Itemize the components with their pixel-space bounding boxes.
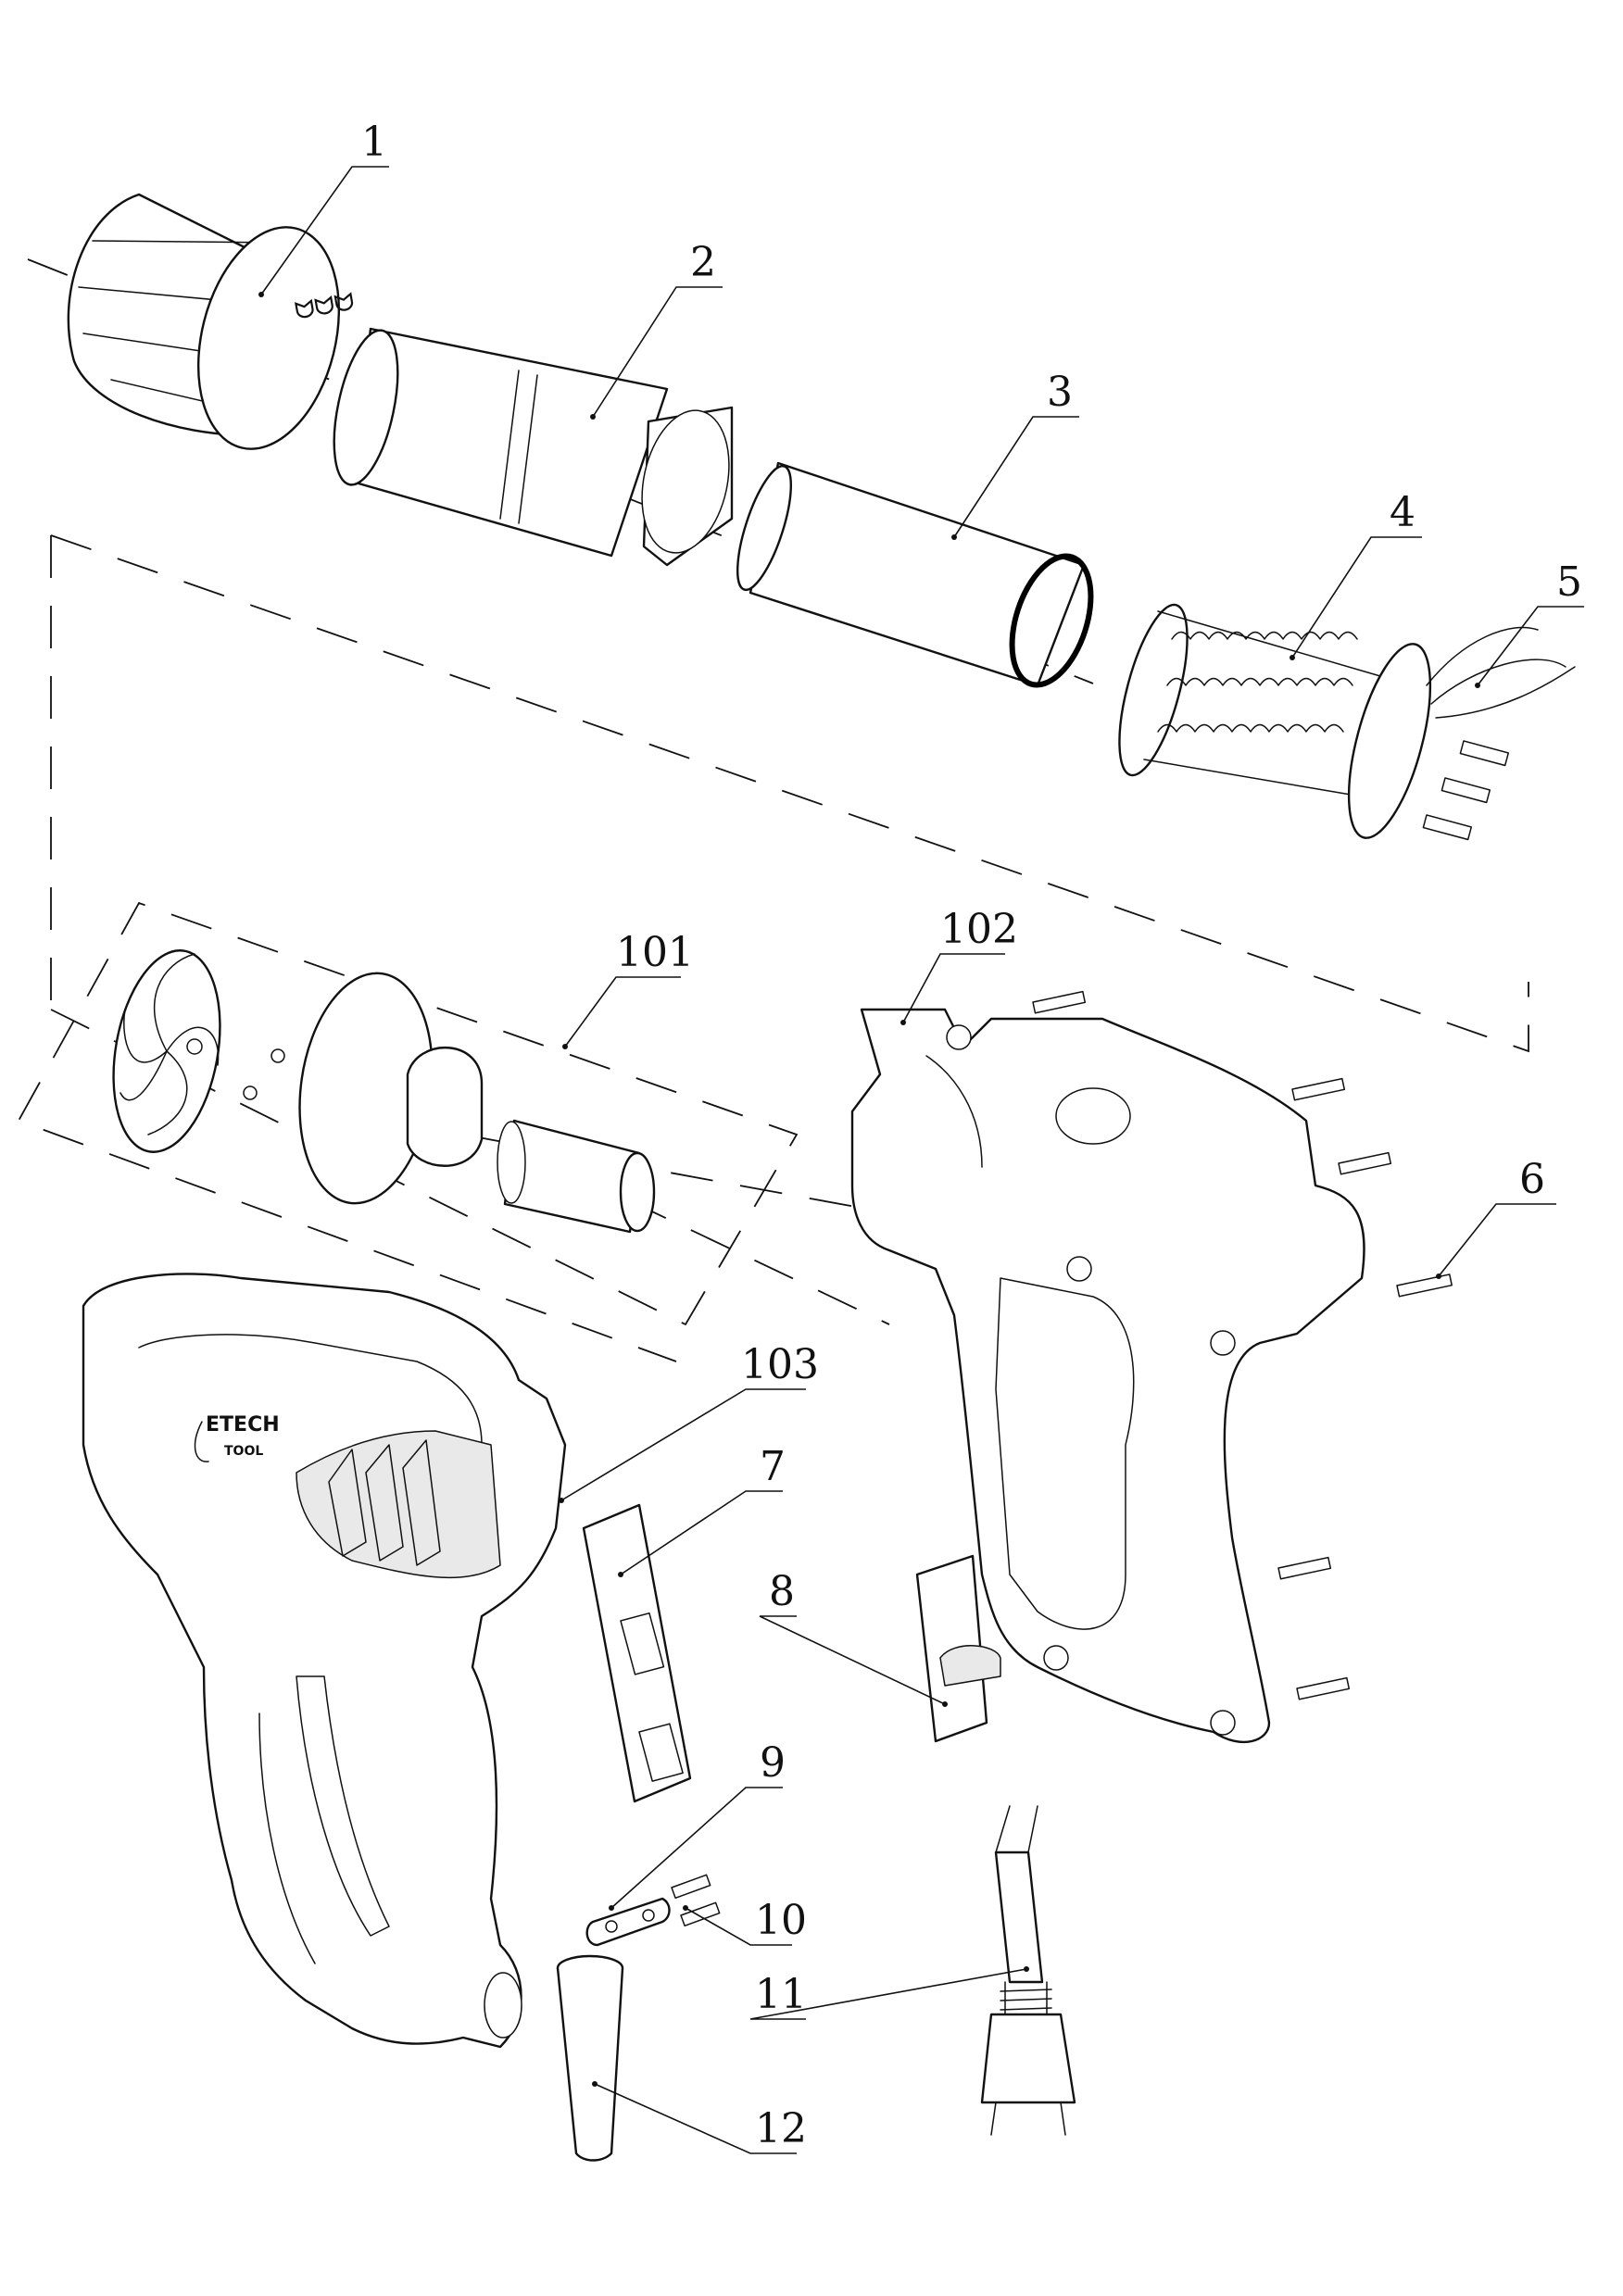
callout-label-6: 6: [1519, 1156, 1545, 1203]
part-circuit-board: [582, 1503, 692, 1803]
part-cord-clamp: [585, 1874, 721, 1947]
part-cord-sleeve: [556, 1954, 624, 2162]
callout-label-12: 12: [755, 2105, 807, 2152]
part-switch: [915, 1554, 1001, 1743]
part-inner-tube: [333, 327, 734, 567]
callout-label-103: 103: [741, 1341, 819, 1388]
part-mica-tube: [736, 461, 1094, 688]
callout-label-11: 11: [755, 1971, 807, 2018]
callout-label-8: 8: [769, 1568, 795, 1615]
part-nozzle: ᗢᗢᗢ: [67, 193, 357, 450]
callout-label-101: 101: [616, 929, 694, 976]
brand-logo-line1: ETECH: [206, 1413, 280, 1437]
part-fan-motor-assembly: [112, 949, 656, 1234]
callout-label-3: 3: [1047, 369, 1073, 416]
callout-label-9: 9: [760, 1739, 786, 1787]
callout-label-1: 1: [361, 119, 387, 166]
part-power-cord: [980, 1805, 1076, 2136]
callout-label-10: 10: [755, 1897, 807, 1944]
part-left-housing: ETECH TOOL: [82, 1273, 567, 2049]
part-heating-element: [1118, 603, 1432, 839]
brand-logo-line2: TOOL: [224, 1444, 263, 1459]
callout-labels: 1 2 3 4 5 101 102 6 103 7 8 9 10 11 12: [361, 119, 1582, 2152]
part-wires-screws: [1422, 626, 1576, 841]
part-screw: [1396, 1273, 1453, 1298]
callout-label-2: 2: [690, 239, 716, 286]
callout-label-5: 5: [1556, 558, 1582, 606]
callout-leaders: [260, 166, 1584, 2154]
callout-label-4: 4: [1390, 489, 1415, 536]
callout-label-7: 7: [760, 1443, 786, 1490]
part-right-housing: [850, 990, 1392, 1744]
callout-label-102: 102: [940, 906, 1018, 953]
